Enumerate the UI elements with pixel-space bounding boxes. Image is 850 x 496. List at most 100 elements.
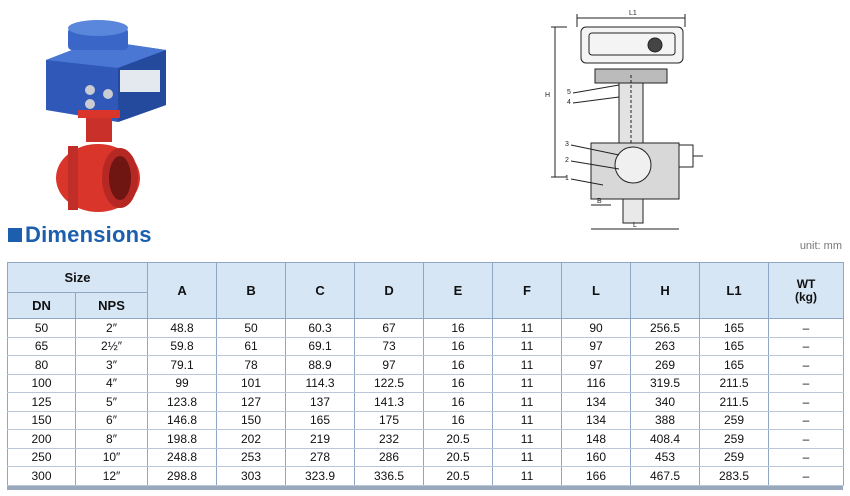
- heading-square-icon: [8, 228, 22, 242]
- table-cell: –: [768, 392, 845, 412]
- table-cell: 150: [7, 411, 76, 430]
- table-cell: 99: [147, 374, 218, 393]
- callout-5: 5: [567, 89, 571, 96]
- table-cell: 160: [561, 448, 632, 467]
- dim-l-label: L: [633, 222, 637, 229]
- col-header-c: C: [285, 262, 356, 319]
- table-cell: 3″: [74, 355, 149, 375]
- table-cell: 408.4: [630, 429, 701, 449]
- table-cell: 79.1: [147, 355, 218, 375]
- table-cell: 16: [423, 374, 494, 393]
- col-header-e: E: [423, 262, 494, 319]
- table-cell: 219: [285, 429, 356, 449]
- table-cell: 97: [354, 355, 425, 375]
- table-cell: 97: [561, 355, 632, 375]
- table-cell: 467.5: [630, 466, 701, 486]
- table-cell: –: [768, 374, 845, 393]
- table-cell: 20.5: [423, 429, 494, 449]
- col-header-h: H: [630, 262, 701, 319]
- col-header-d: D: [354, 262, 425, 319]
- table-cell: 250: [7, 448, 76, 467]
- table-cell: 319.5: [630, 374, 701, 393]
- table-cell: 202: [216, 429, 287, 449]
- table-cell: 11: [492, 355, 563, 375]
- col-header-l1: L1: [699, 262, 770, 319]
- table-cell: 12″: [74, 466, 149, 486]
- table-cell: 50: [7, 318, 76, 338]
- table-cell: 11: [492, 429, 563, 449]
- table-cell: –: [768, 429, 845, 449]
- table-cell: 4″: [74, 374, 149, 393]
- table-cell: 65: [7, 337, 76, 356]
- table-cell: 16: [423, 355, 494, 375]
- table-cell: 259: [699, 429, 770, 449]
- table-cell: 453: [630, 448, 701, 467]
- dim-b-label: B: [597, 198, 602, 205]
- table-cell: 200: [7, 429, 76, 449]
- table-cell: 11: [492, 337, 563, 356]
- table-cell: 198.8: [147, 429, 218, 449]
- table-cell: 256.5: [630, 318, 701, 338]
- table-cell: 73: [354, 337, 425, 356]
- table-cell: –: [768, 337, 845, 356]
- dimension-drawing: L1 H L B 5 4 3 2 1: [545, 10, 703, 230]
- table-cell: 127: [216, 392, 287, 412]
- table-cell: 211.5: [699, 392, 770, 412]
- table-cell: 11: [492, 392, 563, 412]
- table-cell: 69.1: [285, 337, 356, 356]
- table-cell: 80: [7, 355, 76, 375]
- table-cell: 11: [492, 374, 563, 393]
- table-cell: 11: [492, 318, 563, 338]
- table-cell: 278: [285, 448, 356, 467]
- bottom-rule: [7, 486, 843, 490]
- table-cell: 211.5: [699, 374, 770, 393]
- table-cell: 6″: [74, 411, 149, 430]
- table-cell: 166: [561, 466, 632, 486]
- table-cell: 114.3: [285, 374, 356, 393]
- table-cell: 134: [561, 411, 632, 430]
- table-cell: 125: [7, 392, 76, 412]
- table-cell: 286: [354, 448, 425, 467]
- col-header-b: B: [216, 262, 287, 319]
- table-cell: 122.5: [354, 374, 425, 393]
- product-photo: [46, 20, 166, 212]
- heading-title: Dimensions: [25, 222, 152, 247]
- table-cell: 303: [216, 466, 287, 486]
- table-cell: 90: [561, 318, 632, 338]
- table-cell: 60.3: [285, 318, 356, 338]
- table-cell: 298.8: [147, 466, 218, 486]
- table-cell: 134: [561, 392, 632, 412]
- table-cell: 20.5: [423, 466, 494, 486]
- table-cell: 16: [423, 337, 494, 356]
- table-cell: 269: [630, 355, 701, 375]
- table-cell: 253: [216, 448, 287, 467]
- table-cell: 16: [423, 392, 494, 412]
- table-cell: 16: [423, 411, 494, 430]
- table-cell: 8″: [74, 429, 149, 449]
- callout-1: 1: [565, 175, 569, 182]
- table-cell: –: [768, 448, 845, 467]
- table-cell: 388: [630, 411, 701, 430]
- section-heading: Dimensions: [8, 222, 152, 248]
- callout-3: 3: [565, 141, 569, 148]
- col-header-nps: NPS: [74, 292, 149, 319]
- table-cell: 141.3: [354, 392, 425, 412]
- table-cell: 175: [354, 411, 425, 430]
- table-cell: 259: [699, 448, 770, 467]
- table-cell: 150: [216, 411, 287, 430]
- dim-l1-label: L1: [629, 10, 637, 17]
- table-cell: 137: [285, 392, 356, 412]
- table-cell: –: [768, 318, 845, 338]
- table-cell: 165: [699, 337, 770, 356]
- table-cell: 10″: [74, 448, 149, 467]
- table-cell: 59.8: [147, 337, 218, 356]
- table-cell: 248.8: [147, 448, 218, 467]
- table-cell: 323.9: [285, 466, 356, 486]
- table-cell: 2½″: [74, 337, 149, 356]
